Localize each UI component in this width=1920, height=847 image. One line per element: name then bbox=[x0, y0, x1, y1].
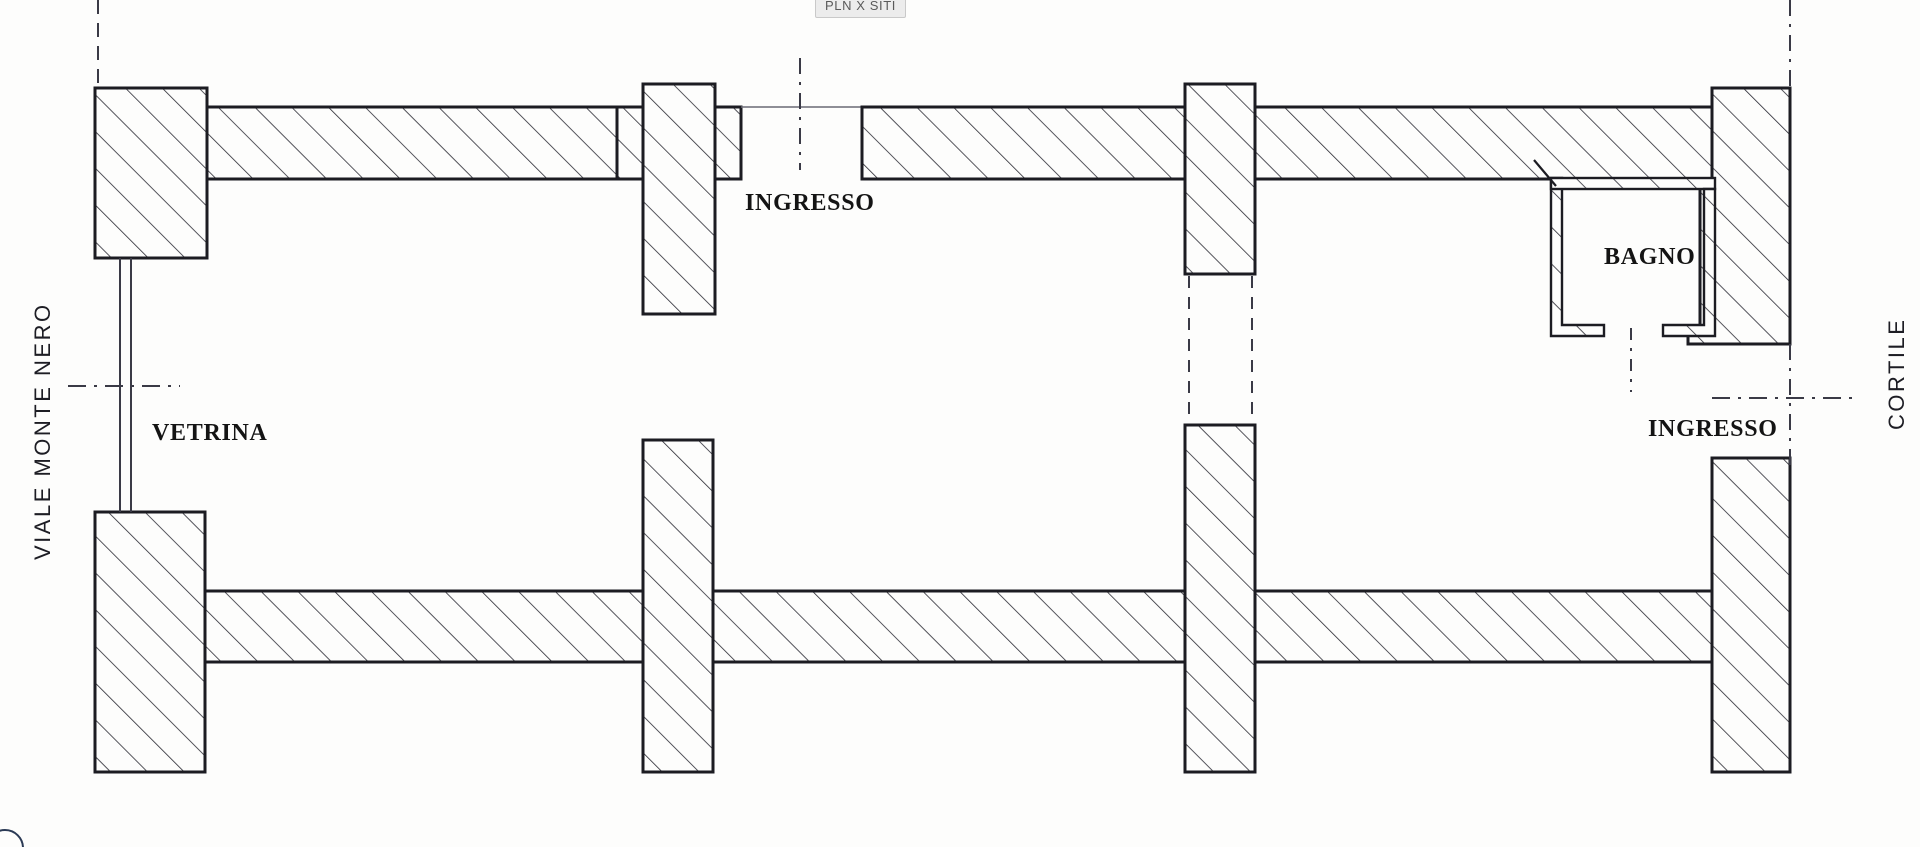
wall-bottom-right bbox=[1253, 589, 1714, 664]
pier-center-top bbox=[641, 82, 717, 316]
wall-bottom-left bbox=[203, 589, 645, 664]
pier-center-top-flange-right bbox=[713, 105, 743, 181]
bagno-wall-top bbox=[1549, 176, 1717, 191]
bagno-partitions bbox=[1533, 159, 1717, 338]
pier-right-top bbox=[1183, 82, 1257, 276]
wall-top-right bbox=[1253, 105, 1714, 181]
pier-far-right-bottom bbox=[1710, 456, 1792, 774]
pier-center-top-flange-left bbox=[615, 105, 645, 181]
centerlines-group bbox=[68, 0, 1852, 470]
wall-bottom-middle bbox=[711, 589, 1187, 664]
pier-bottom-left bbox=[93, 510, 207, 774]
watermark-badge: PLN X SITI bbox=[815, 0, 907, 18]
wall-top-middle bbox=[860, 105, 1187, 181]
room-label-ingresso-destro: INGRESSO bbox=[1648, 416, 1778, 442]
courtyard-label: CORTILE bbox=[1884, 317, 1909, 430]
masonry-group bbox=[93, 82, 1792, 774]
bagno-wall-right bbox=[1661, 187, 1717, 338]
room-label-ingresso-centrale: INGRESSO bbox=[745, 190, 875, 216]
wall-top-left bbox=[205, 105, 645, 181]
room-label-bagno: BAGNO bbox=[1604, 244, 1696, 270]
street-label: VIALE MONTE NERO bbox=[30, 302, 55, 560]
bagno-door-swing bbox=[1533, 159, 1557, 187]
bagno-wall-left bbox=[1549, 176, 1606, 338]
pier-center-bottom bbox=[641, 438, 715, 774]
pier-top-left bbox=[93, 86, 209, 260]
room-label-vetrina: VETRINA bbox=[152, 420, 268, 446]
pier-right-bottom bbox=[1183, 423, 1257, 774]
